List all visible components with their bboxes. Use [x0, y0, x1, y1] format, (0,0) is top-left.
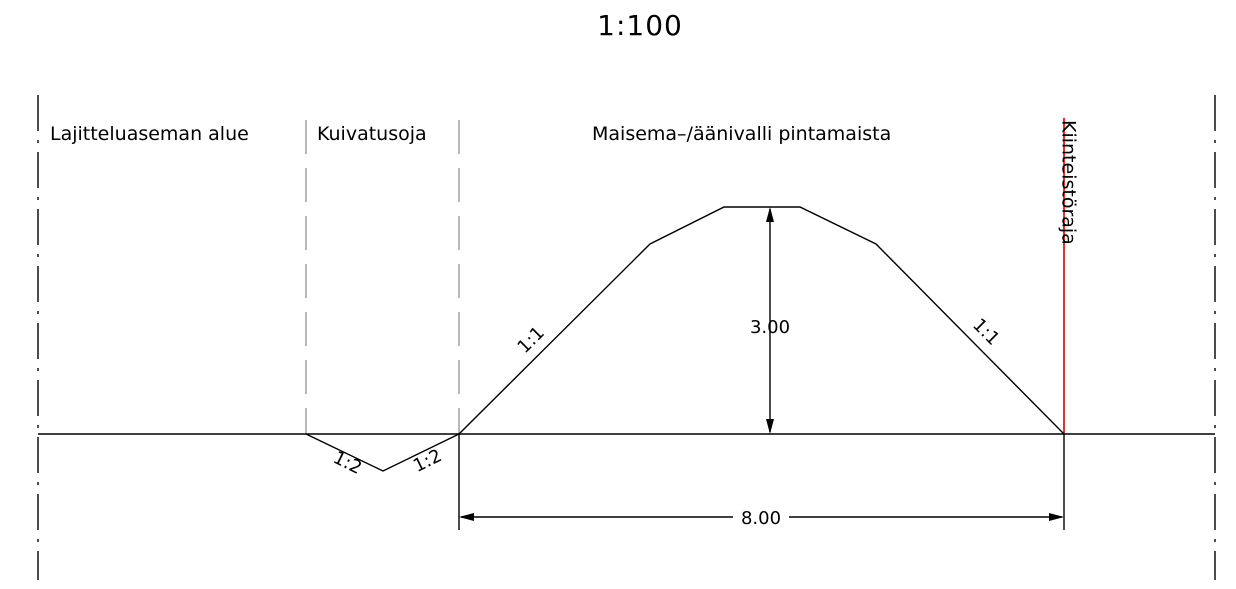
ditch-left-slope-label: 1:2: [330, 447, 365, 479]
height-arrow-bottom: [766, 419, 774, 434]
width-dimension-value: 8.00: [741, 508, 781, 529]
ditch-label: Kuivatusoja: [317, 123, 427, 145]
width-arrow-left: [459, 513, 474, 521]
embankment-profile: [458, 206, 1065, 435]
embankment-label: Maisema–/äänivalli pintamaista: [592, 123, 891, 145]
ditch-profile: [305, 433, 460, 472]
sorting-area-label: Lajitteluaseman alue: [50, 123, 249, 145]
embankment-right-slope-label: 1:1: [968, 314, 1003, 349]
embankment-left-slope-label: 1:1: [513, 322, 548, 357]
height-dimension-value: 3.00: [750, 317, 790, 338]
ditch-right-slope-label: 1:2: [410, 445, 445, 477]
height-arrow-top: [766, 207, 774, 222]
width-arrow-right: [1049, 513, 1064, 521]
property-boundary-label: Kiinteistöraja: [1057, 120, 1079, 245]
scale-label: 1:100: [597, 9, 683, 42]
